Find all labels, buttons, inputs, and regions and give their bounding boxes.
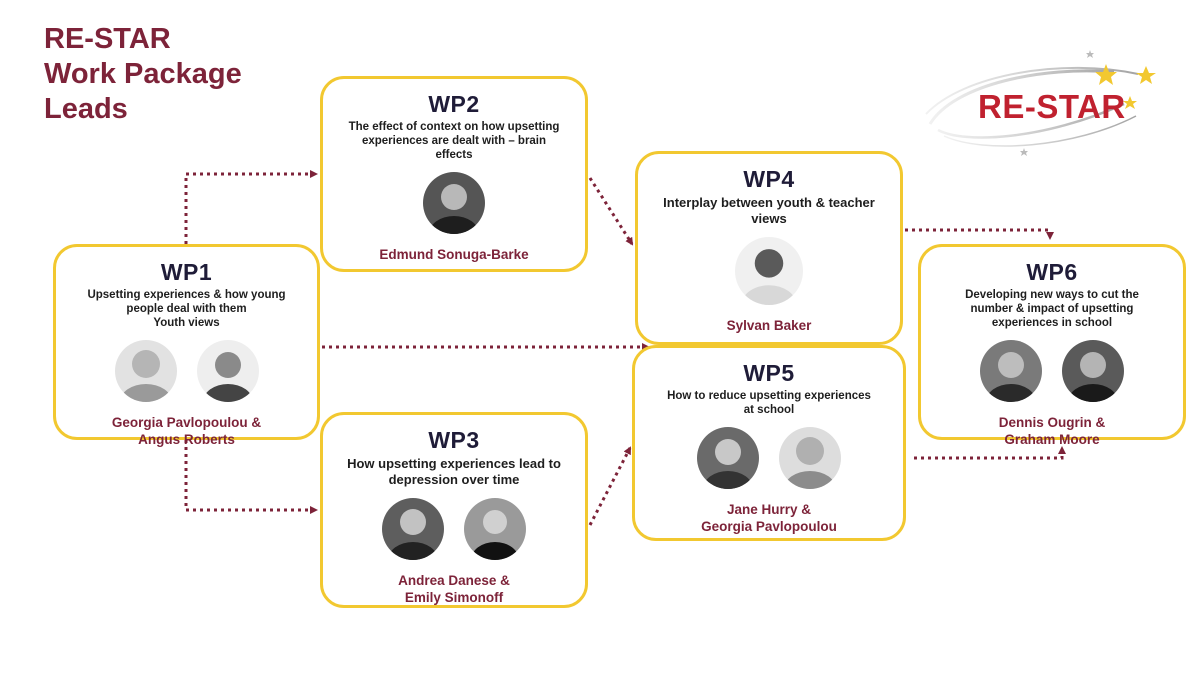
wp1-box: WP1 Upsetting experiences & how young pe… (53, 244, 320, 447)
wp6-leads: Dennis Ougrin & Graham Moore (998, 415, 1106, 447)
wp5-box: WP5 How to reduce upsetting experiences … (632, 345, 906, 541)
avatar (697, 427, 759, 489)
title-line-1: RE-STAR (44, 23, 171, 55)
avatar (980, 340, 1042, 402)
avatar (423, 172, 485, 234)
wp4-box: WP4 Interplay between youth & teacher vi… (635, 151, 903, 345)
wp5-description: How to reduce upsetting experiences at s… (667, 390, 871, 416)
wp3-description: How upsetting experiences lead to depres… (347, 456, 561, 487)
page-title: RE-STAR Work Package Leads (44, 22, 242, 127)
logo-text: RE-STAR (978, 88, 1126, 125)
wp6-description: Developing new ways to cut the number & … (965, 289, 1139, 329)
arrow-wp1-wp3 (184, 440, 318, 514)
wp5-title: WP5 (743, 360, 795, 386)
wp6-box: WP6 Developing new ways to cut the numbe… (918, 244, 1186, 447)
title-line-2: Work Package (44, 58, 242, 90)
wp1-title: WP1 (160, 259, 213, 285)
avatar (464, 498, 526, 560)
wp6-title: WP6 (1026, 259, 1078, 285)
avatar (382, 498, 444, 560)
wp2-title: WP2 (428, 91, 480, 117)
shooting-stars-icon (925, 50, 1156, 156)
arrow-wp3-wp5 (588, 446, 632, 526)
avatar (114, 340, 177, 402)
avatar (735, 237, 803, 305)
wp4-description: Interplay between youth & teacher views (663, 195, 875, 226)
wp3-box: WP3 How upsetting experiences lead to de… (320, 412, 588, 608)
wp1-description: Upsetting experiences & how young people… (87, 289, 286, 329)
arrow-wp1-wp2 (184, 170, 318, 244)
avatar (196, 340, 259, 402)
avatar (1062, 340, 1124, 402)
wp2-leads: Edmund Sonuga-Barke (379, 247, 529, 262)
arrow-wp5-wp6 (914, 446, 1066, 460)
wp4-title: WP4 (743, 166, 795, 192)
arrow-wp2-wp4 (588, 177, 634, 246)
re-star-logo: RE-STAR (924, 44, 1164, 162)
title-line-3: Leads (44, 93, 128, 125)
wp1-leads: Georgia Pavlopoulou & Angus Roberts (111, 415, 262, 447)
wp3-leads: Andrea Danese & Emily Simonoff (398, 573, 510, 605)
arrow-wp4-wp6 (905, 228, 1054, 240)
wp5-leads: Jane Hurry & Georgia Pavlopoulou (701, 502, 837, 534)
wp2-description: The effect of context on how upsetting e… (348, 121, 560, 161)
avatar (779, 427, 841, 489)
wp3-title: WP3 (428, 427, 480, 453)
wp2-box: WP2 The effect of context on how upsetti… (320, 76, 588, 272)
wp4-leads: Sylvan Baker (726, 318, 812, 333)
